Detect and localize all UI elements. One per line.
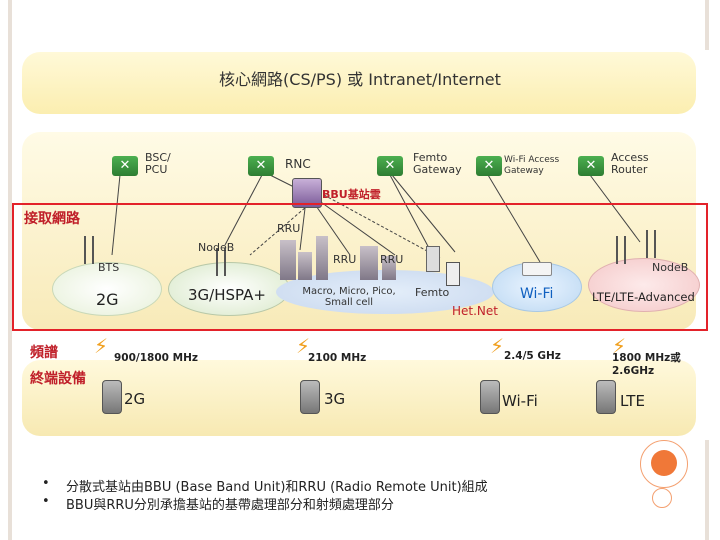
building-icon [316, 236, 328, 280]
device-wifi-label: Wi-Fi [502, 392, 538, 410]
phone-small-icon [446, 262, 460, 286]
rru-right-label: RRU [380, 253, 404, 266]
device-lte-label: LTE [620, 392, 645, 410]
access-network-label: 接取網路 [24, 211, 80, 227]
bbu-cloud-label: BBU基站雲 [322, 188, 381, 201]
device-3g-label: 3G [324, 390, 346, 408]
band-lte-freq: 1800 MHz或2.6GHz [612, 352, 681, 377]
bts-tower-icon [84, 236, 94, 264]
terminal-label: 終端設備 [30, 371, 86, 387]
band-wifi-freq: 2.4/5 GHz [504, 350, 561, 362]
nodeb-3g-tower-icon [216, 248, 226, 276]
cell-3g-label: 3G/HSPA+ [188, 286, 266, 304]
access-network-highlight [12, 203, 708, 331]
phone-wifi-icon [480, 380, 500, 414]
wifi-router-icon [522, 262, 552, 276]
decorative-ring [640, 440, 688, 488]
device-2g-label: 2G [124, 390, 146, 408]
building-icon [280, 240, 296, 280]
decorative-ring-small [652, 488, 672, 508]
slide-border-left [8, 0, 12, 540]
bullet-text-2: BBU與RRU分別承擔基站的基帶處理部分和射頻處理部分 [66, 498, 394, 513]
slide-border-right-top [705, 0, 709, 50]
lte-tower-icon [646, 230, 656, 258]
band-2g-freq: 900/1800 MHz [114, 352, 198, 364]
bullet-text-1: 分散式基站由BBU (Base Band Unit)和RRU (Radio Re… [66, 480, 488, 495]
terminal-band [22, 360, 696, 436]
rru-left-label: RRU [333, 253, 357, 266]
lightning-icon: ⚡ [490, 334, 505, 358]
lightning-icon: ⚡ [612, 334, 627, 358]
bullet-marker: • [42, 494, 50, 509]
rnc-label: RNC [285, 157, 311, 171]
building-icon [360, 246, 378, 280]
bts-label: BTS [98, 261, 120, 274]
macro-cell-label: Macro, Micro, Pico, Small cell [302, 286, 396, 308]
bsc-router-icon: ✕ [112, 156, 138, 176]
cell-2g-label: 2G [96, 290, 119, 309]
building-icon [298, 252, 312, 280]
lightning-icon: ⚡ [296, 334, 311, 358]
bullet-marker: • [42, 476, 50, 491]
lightning-icon: ⚡ [94, 334, 109, 358]
femto-gateway-label: Femto Gateway [413, 151, 462, 176]
femto-gateway-router-icon: ✕ [377, 156, 403, 176]
femto-device-icon [426, 246, 440, 272]
hetnet-label: Het.Net [452, 304, 498, 318]
femto-label: Femto [415, 286, 450, 299]
wifi-access-gateway-label: Wi-Fi Access Gateway [504, 155, 560, 176]
cell-lte-label: LTE/LTE-Advanced [592, 290, 695, 304]
cell-2g-area [52, 262, 162, 316]
cell-wifi-label: Wi-Fi [520, 286, 554, 302]
access-router-icon: ✕ [578, 156, 604, 176]
nodeb-lte-label: NodeB [652, 261, 689, 274]
slide-border-right-bottom [705, 440, 709, 540]
wifi-gateway-router-icon: ✕ [476, 156, 502, 176]
core-network-band [22, 52, 696, 114]
bsc-pcu-label: BSC/ PCU [145, 151, 171, 176]
phone-2g-icon [102, 380, 122, 414]
nodeb-3g-label: NodeB [198, 241, 235, 254]
decorative-dot [651, 450, 677, 476]
band-3g-freq: 2100 MHz [308, 352, 367, 364]
rnc-router-icon: ✕ [248, 156, 274, 176]
lte-tower-icon [616, 236, 626, 264]
core-network-title: 核心網路(CS/PS) 或 Intranet/Internet [219, 70, 501, 89]
cell-3g-area [168, 262, 290, 316]
spectrum-label: 頻譜 [30, 345, 58, 361]
building-icon [382, 256, 396, 280]
rru-top-label: RRU [277, 222, 301, 235]
phone-3g-icon [300, 380, 320, 414]
phone-lte-icon [596, 380, 616, 414]
cell-lte-area [588, 258, 700, 312]
access-router-label: Access Router [611, 151, 649, 176]
